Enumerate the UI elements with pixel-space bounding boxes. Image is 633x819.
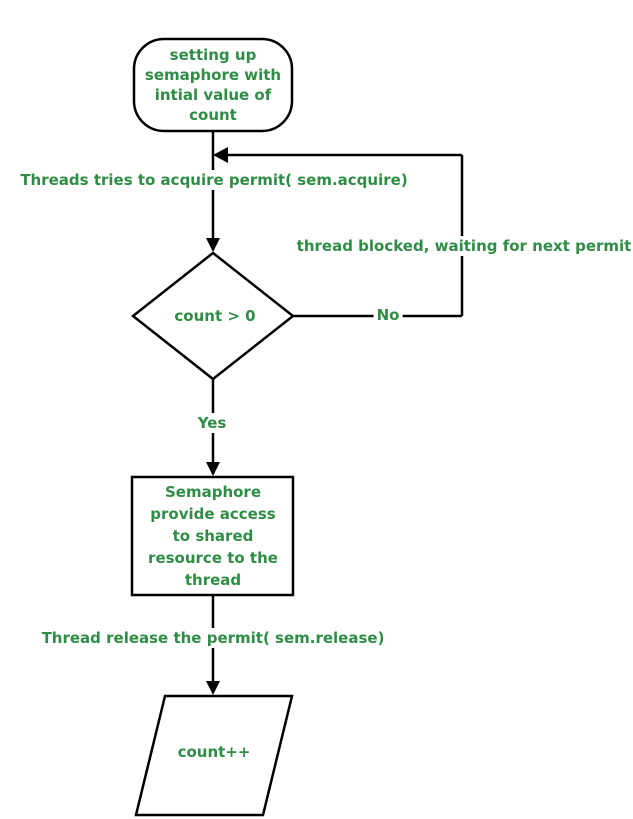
edge-label-release: Thread release the permit( sem.release) xyxy=(38,628,388,648)
start-node-label-line1: setting up xyxy=(169,46,257,64)
start-node-label-line3: intial value of xyxy=(154,86,272,104)
process-label: Semaphore provide access to shared resou… xyxy=(138,481,288,591)
edge-label-yes: Yes xyxy=(194,413,230,433)
process-label-line2: provide access xyxy=(150,505,276,523)
process-shape xyxy=(130,475,295,597)
arrowhead-into-io-icon xyxy=(206,681,220,695)
process-label-line3: to shared xyxy=(172,527,254,545)
process-label-line5: thread xyxy=(184,571,242,589)
edge-label-blocked: thread blocked, waiting for next permit xyxy=(293,236,633,256)
io-label: count++ xyxy=(177,743,251,761)
io-shape xyxy=(134,694,294,817)
arrowhead-loop-left-icon xyxy=(213,147,228,163)
start-node-label: setting up semaphore with intial value o… xyxy=(138,45,288,125)
edge-label-no: No xyxy=(373,305,403,325)
start-node-label-line4: count xyxy=(189,106,237,124)
edge-label-acquire: Threads tries to acquire permit( sem.acq… xyxy=(17,170,411,190)
process-label-line4: resource to the xyxy=(148,549,278,567)
process-label-line1: Semaphore xyxy=(164,483,262,501)
start-node-label-line2: semaphore with xyxy=(144,66,282,84)
arrowhead-into-process-icon xyxy=(206,462,220,476)
decision-label: count > 0 xyxy=(174,307,256,325)
arrowhead-into-decision-icon xyxy=(206,238,220,252)
